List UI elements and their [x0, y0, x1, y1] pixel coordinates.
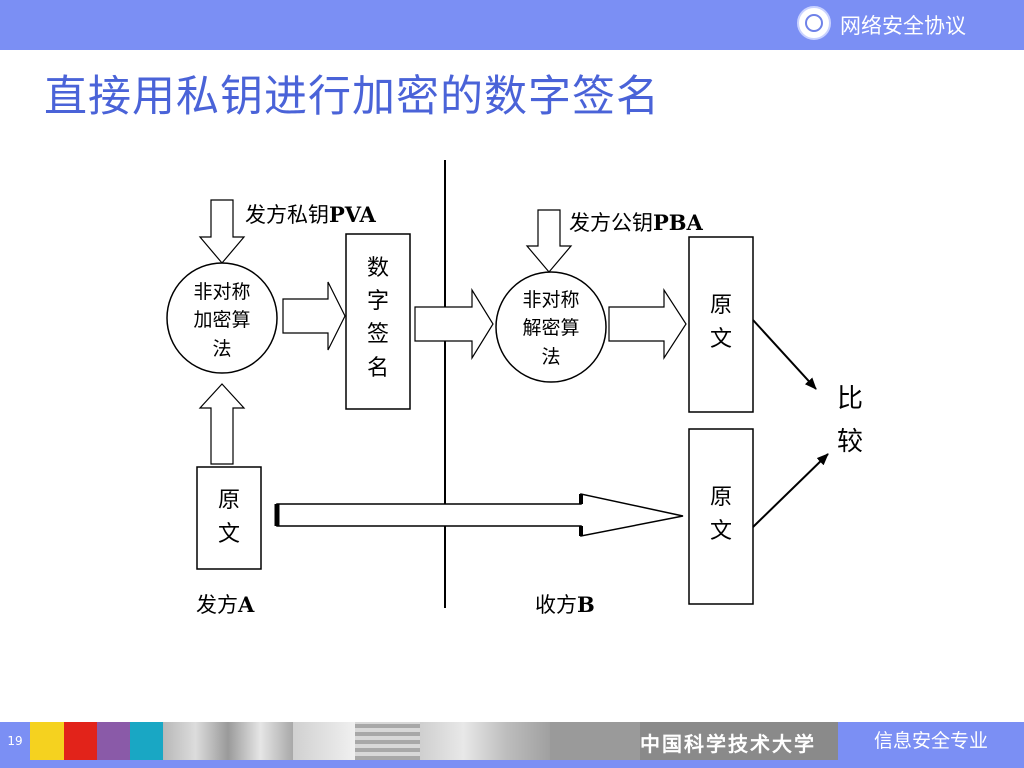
signature-char: 名 [367, 356, 389, 381]
plaintext-char: 文 [218, 522, 240, 547]
encrypt-algorithm-node [166, 262, 278, 374]
compare-char: 比 [837, 384, 863, 414]
color-strip [97, 722, 130, 760]
private-key-arrow [198, 199, 246, 264]
compare-arrow-bottom [752, 453, 829, 528]
header-title: 网络安全协议 [840, 14, 966, 38]
compare-char: 较 [837, 427, 863, 457]
decrypt-to-plaintext-arrow [608, 287, 687, 361]
sender-plaintext-box [196, 466, 262, 570]
original-plaintext-box [688, 428, 754, 605]
signature-box [345, 233, 411, 410]
decrypt-label-line: 解密算 [522, 317, 579, 339]
public-key-arrow [525, 209, 573, 273]
plaintext-up-arrow [198, 383, 246, 465]
encrypt-to-signature-arrow [282, 281, 346, 351]
public-key-label: 发方公钥PBA [569, 210, 704, 235]
plaintext-char: 原 [218, 488, 240, 513]
footer-line [0, 760, 1024, 768]
compare-arrow-top [752, 319, 817, 390]
encrypt-label-line: 法 [212, 338, 231, 360]
recovered-plaintext-box [688, 236, 754, 413]
signature-to-decrypt-arrow [414, 287, 494, 361]
major-label: 信息安全专业 [838, 722, 1024, 760]
encrypt-label-line: 加密算 [193, 309, 250, 331]
color-strip [30, 722, 64, 760]
signature-char: 字 [367, 289, 389, 314]
private-key-label: 发方私钥PVA [245, 202, 376, 227]
plaintext-char: 原 [710, 485, 732, 510]
page-number: 19 [0, 722, 30, 760]
plaintext-char: 原 [710, 293, 732, 318]
color-strip [64, 722, 97, 760]
plaintext-char: 文 [710, 327, 732, 352]
encrypt-label-line: 非对称 [193, 281, 250, 303]
receiver-label: 收方B [535, 592, 595, 617]
signature-char: 签 [367, 322, 389, 347]
signature-char: 数 [367, 256, 389, 281]
color-strip [163, 722, 293, 760]
color-strip [130, 722, 163, 760]
plaintext-char: 文 [710, 519, 732, 544]
decrypt-algorithm-node [495, 271, 607, 383]
decrypt-label-line: 非对称 [522, 289, 579, 311]
plaintext-transfer-arrow [276, 493, 684, 537]
color-strip [550, 722, 640, 760]
color-strip [293, 722, 355, 760]
university-logo-icon [797, 6, 831, 40]
header-bar [0, 0, 1024, 50]
slide-title: 直接用私钥进行加密的数字签名 [44, 72, 660, 122]
sender-label: 发方A [196, 592, 255, 617]
decrypt-label-line: 法 [541, 346, 560, 368]
color-strip [355, 722, 420, 760]
color-strip [420, 722, 550, 760]
university-name: 中国科学技术大学 [640, 732, 816, 756]
